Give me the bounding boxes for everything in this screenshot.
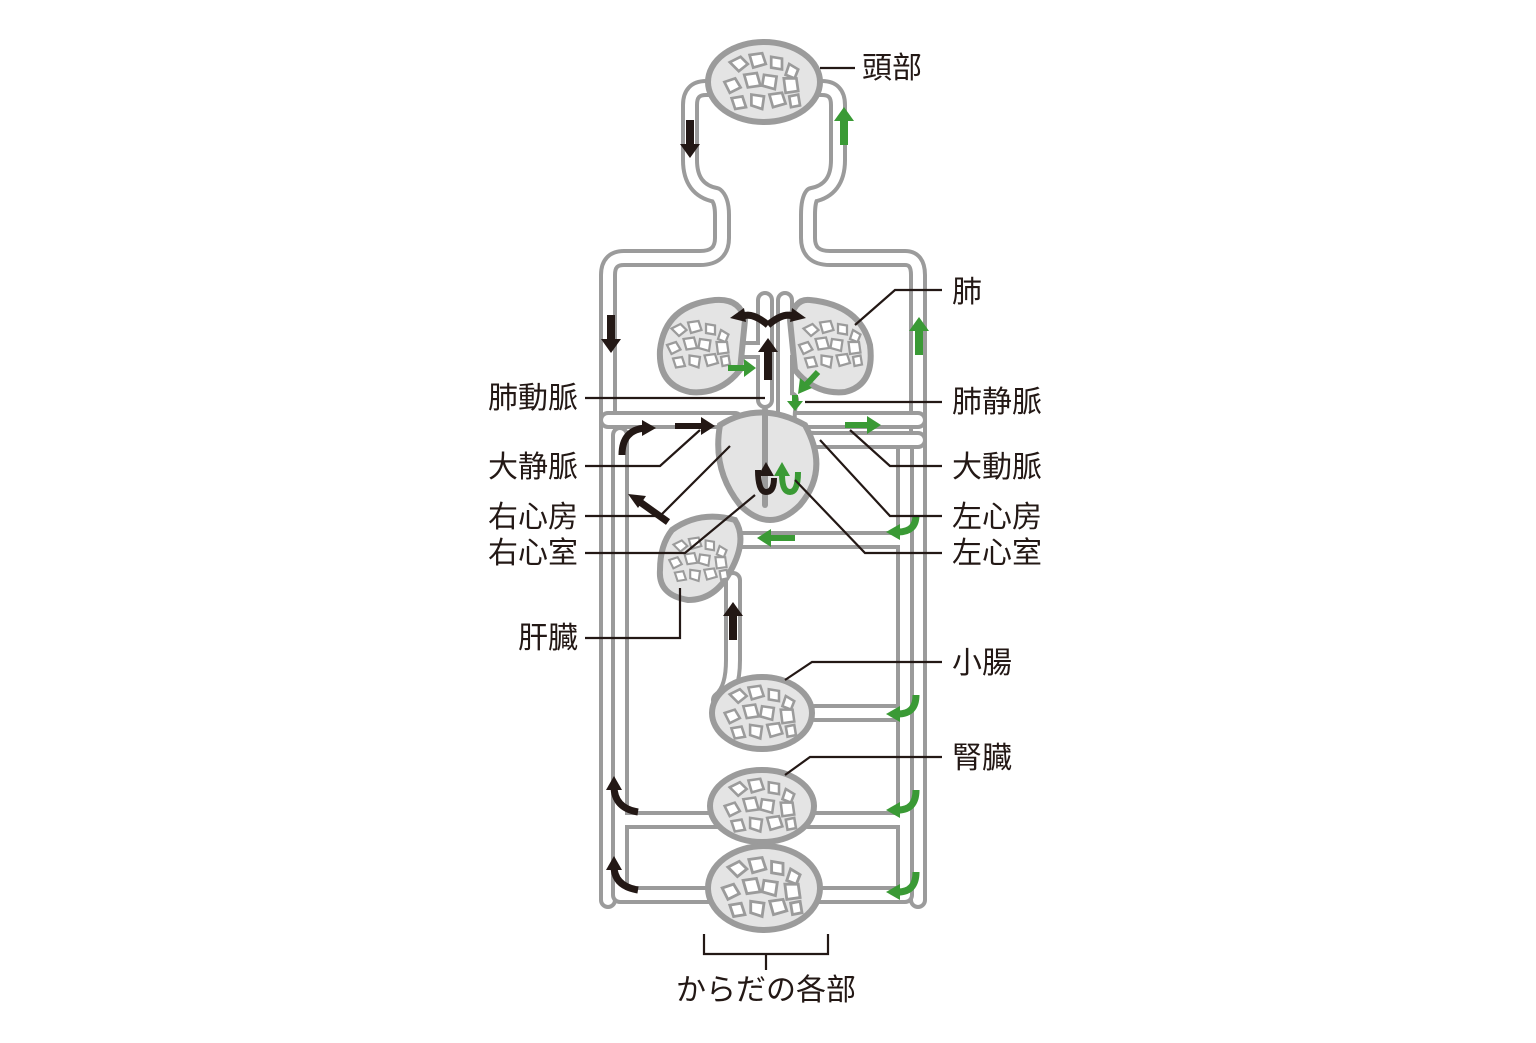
curved-arrow-icon <box>897 514 920 536</box>
right-lung-organ <box>786 296 874 396</box>
arrowhead-icon <box>774 462 790 476</box>
label-body-parts: からだの各部 <box>676 973 856 1008</box>
diagonal-arrow-icon <box>802 369 821 389</box>
labels: 頭部 肺 肺動脈 肺静脈 大静脈 大動脈 右心房 左心房 右心室 左心室 肝臓 … <box>488 51 1042 1008</box>
arrowhead-icon <box>758 462 774 476</box>
arrowhead-icon <box>642 420 656 436</box>
label-aorta: 大動脈 <box>952 450 1042 485</box>
curved-arrow-icon <box>897 871 920 896</box>
deoxygenated-arrows <box>601 120 806 894</box>
label-right-atrium: 右心房 <box>488 500 578 535</box>
label-vena-cava: 大静脈 <box>488 450 578 485</box>
up-arrow-icon <box>758 338 778 380</box>
arrowhead-icon <box>886 524 900 540</box>
curved-arrow-icon <box>897 694 920 718</box>
oxygenated-arrows <box>728 107 929 900</box>
left-lung-organ <box>656 296 749 396</box>
small-intestine-organ <box>709 674 815 752</box>
down-arrow-icon <box>601 315 621 353</box>
up-arrow-icon <box>909 317 929 355</box>
arrowhead-icon <box>798 378 812 394</box>
curved-arrow-icon <box>897 789 920 814</box>
down-arrow-icon <box>680 120 700 158</box>
head-organ <box>705 39 823 125</box>
right-arrow-icon <box>728 359 756 377</box>
u-turn-arrow-icon <box>755 469 777 496</box>
label-left-atrium: 左心房 <box>952 500 1042 535</box>
inner-body-vessels <box>599 411 927 904</box>
down-arrow-icon <box>787 395 803 411</box>
left-arrow-icon <box>757 529 795 547</box>
right-arrow-icon <box>845 416 881 434</box>
arrowhead-icon <box>628 494 646 508</box>
label-kidney: 腎臓 <box>952 741 1012 776</box>
label-small-intestine: 小腸 <box>952 646 1012 681</box>
label-pulmonary-artery: 肺動脈 <box>488 381 578 416</box>
arrowhead-icon <box>886 884 900 900</box>
diagonal-arrow-icon <box>637 499 671 525</box>
liver-organ <box>656 513 744 604</box>
label-lung: 肺 <box>952 275 982 310</box>
label-head: 頭部 <box>862 51 922 86</box>
kidney-organ <box>707 767 817 845</box>
arrowhead-icon <box>886 802 900 818</box>
label-pulmonary-vein: 肺静脈 <box>952 385 1042 420</box>
up-arrow-icon <box>723 602 743 640</box>
arrowhead-icon <box>606 776 622 790</box>
body-parts-organ <box>705 843 823 933</box>
label-liver: 肝臓 <box>518 621 578 656</box>
arrowhead-icon <box>606 856 622 870</box>
arrowhead-icon <box>886 706 900 722</box>
label-left-ventricle: 左心室 <box>952 536 1042 571</box>
right-arrow-icon <box>675 417 715 435</box>
leader-lines <box>585 66 942 970</box>
up-arrow-icon <box>834 107 854 145</box>
curved-arrow-icon <box>618 424 646 456</box>
label-right-ventricle: 右心室 <box>488 536 578 571</box>
